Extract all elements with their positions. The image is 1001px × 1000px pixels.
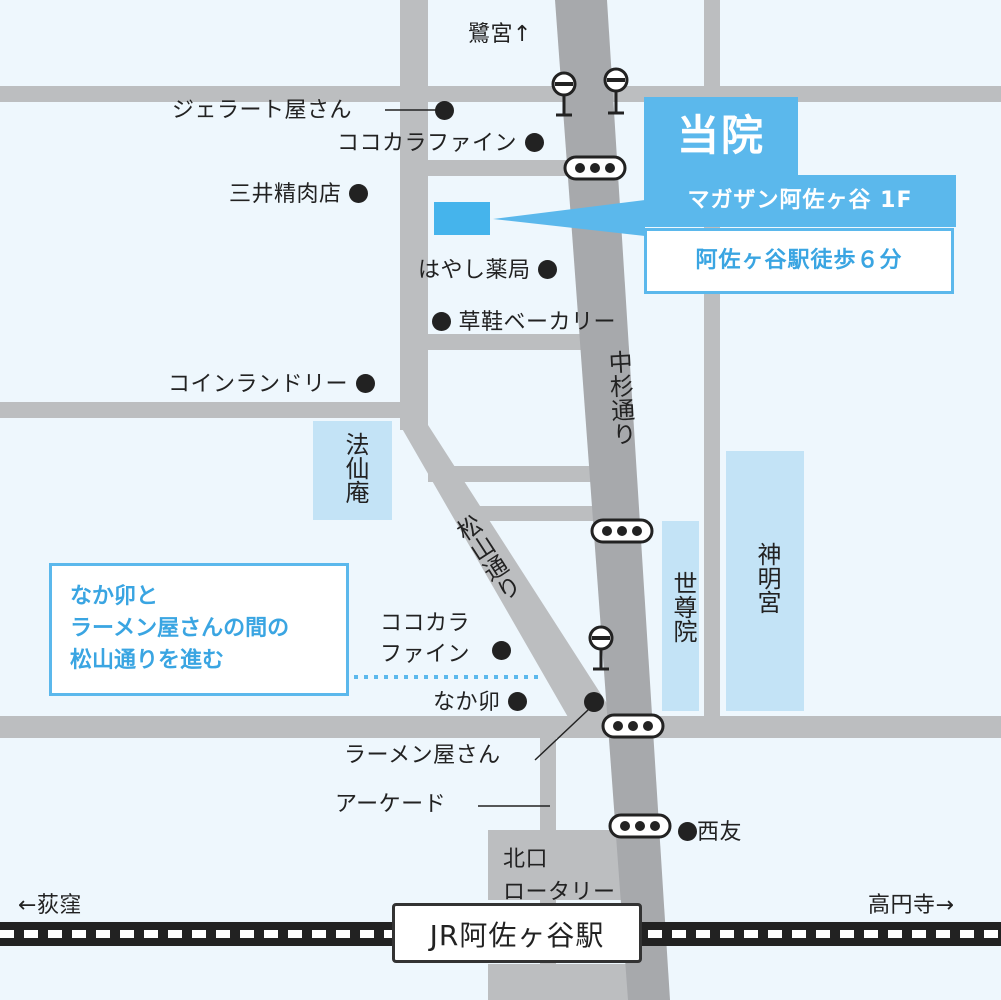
street-nakasugi: 中杉通り [603, 349, 637, 447]
bus-stop-icon [603, 67, 629, 115]
landmark-dot-icon [355, 374, 375, 393]
station-label: JR阿佐ヶ谷駅 [392, 903, 642, 963]
destination-title: 当院 [644, 97, 798, 175]
block-hosenan [313, 421, 392, 520]
block-hosenan-label: 法仙庵 [341, 432, 369, 504]
callout-pointer [493, 200, 645, 236]
bus-stop-icon [588, 625, 614, 671]
landmark-gelato: ジェラート屋さん [172, 98, 353, 123]
landmark-dot-icon [349, 184, 369, 203]
landmark-dot-icon [432, 312, 451, 331]
direction-north: 鷺宮↑ [468, 22, 532, 47]
landmark-nakatamago: なか卯 [433, 690, 528, 716]
landmark-dot-icon [492, 641, 511, 660]
bus-stop-icon [551, 71, 577, 117]
traffic-light-icon [601, 713, 665, 739]
landmark-cocokara-north: ココカラファイン [337, 131, 544, 157]
nakasugi-street [555, 0, 670, 1000]
route-note: なか卯と ラーメン屋さんの間の 松山通りを進む [49, 563, 349, 696]
landmark-dot-icon [435, 101, 454, 120]
landmark-arcade: アーケード [335, 792, 447, 817]
landmark-dot-icon [524, 133, 544, 152]
destination-building: マガザン阿佐ヶ谷 1F [644, 175, 956, 227]
block-sesonin [662, 521, 699, 711]
kitaguchi-rotary: 北口 ロータリー [503, 847, 616, 905]
landmark-cocokara-south: ココカラ ファイン [380, 611, 471, 667]
direction-east: 高円寺→ [868, 893, 955, 918]
landmark-ramen: ラーメン屋さん [344, 743, 501, 768]
direction-west: ←荻窪 [18, 893, 82, 918]
block-sesonin-label: 世尊院 [669, 571, 697, 643]
destination-walk-time: 阿佐ヶ谷駅徒歩６分 [644, 228, 954, 294]
leader-lines [385, 109, 589, 807]
landmark-mitsui: 三井精肉店 [229, 182, 369, 208]
traffic-light-icon [608, 813, 672, 839]
landmark-dot-icon [508, 692, 528, 711]
traffic-light-icon [563, 155, 627, 181]
block-shinmeigu-label: 神明宮 [753, 542, 781, 614]
landmark-dot-icon [584, 692, 604, 712]
landmark-dot-icon [538, 260, 558, 279]
traffic-light-icon [590, 518, 654, 544]
landmark-laundry: コインランドリー [168, 372, 375, 398]
landmark-seiyu: 西友 [678, 820, 742, 846]
landmark-dot-icon [678, 822, 697, 841]
landmark-hayashi: はやし薬局 [418, 258, 558, 284]
landmark-kusagutsu: 草鞋ベーカリー [432, 310, 616, 336]
block-shinmeigu [726, 451, 804, 711]
clinic-marker-icon [434, 202, 490, 235]
